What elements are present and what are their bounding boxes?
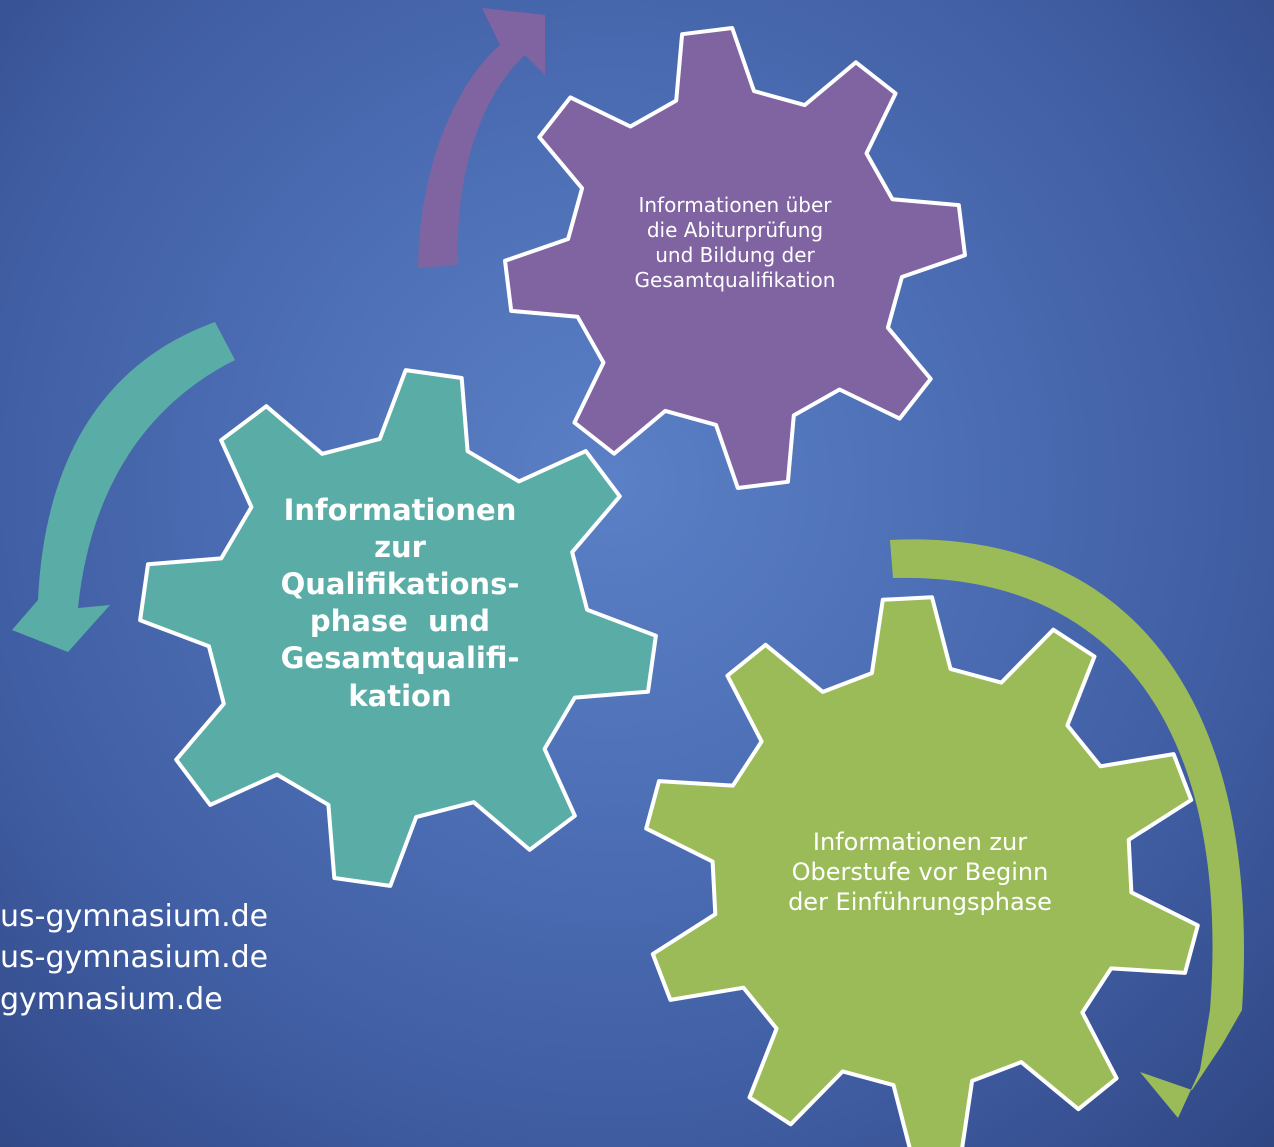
contact-line: us-gymnasium.de <box>0 899 269 934</box>
contact-line: us-gymnasium.de <box>0 940 269 976</box>
teal-gear-line: kation <box>348 678 452 713</box>
teal-gear-line: Qualifikations- <box>280 567 520 602</box>
teal-gear-line: zur <box>374 530 426 565</box>
purple-cycle-arrow <box>418 8 545 268</box>
green-gear-line: Oberstufe vor Beginn <box>791 858 1049 886</box>
green-gear <box>644 595 1200 1147</box>
teal-gear <box>138 368 658 888</box>
purple-gear-line: die Abiturprüfung <box>646 218 824 242</box>
green-cycle-arrow <box>890 539 1244 1118</box>
green-gear-line: der Einführungsphase <box>788 888 1052 916</box>
purple-gear-label: Informationen über die Abiturprüfung und… <box>590 193 880 293</box>
contact-text: us-gymnasium.de us-gymnasium.de gymnasiu… <box>0 896 268 1020</box>
teal-gear-line: phase und <box>309 604 491 639</box>
purple-gear-line: Informationen über <box>638 193 832 217</box>
purple-gear <box>503 26 967 490</box>
teal-gear-line: Gesamtqualifi- <box>280 641 520 676</box>
contact-line: gymnasium.de <box>0 981 223 1017</box>
green-gear-line: Informationen zur <box>812 828 1028 856</box>
green-gear-label: Informationen zur Oberstufe vor Beginn d… <box>720 827 1120 917</box>
purple-gear-line: Gesamtqualifikation <box>634 268 836 292</box>
teal-cycle-arrow <box>12 322 235 652</box>
purple-gear-line: und Bildung der <box>655 243 815 267</box>
teal-gear-line: Informationen <box>283 493 517 527</box>
teal-gear-label: Informationen zur Qualifikations- phase … <box>235 492 565 715</box>
